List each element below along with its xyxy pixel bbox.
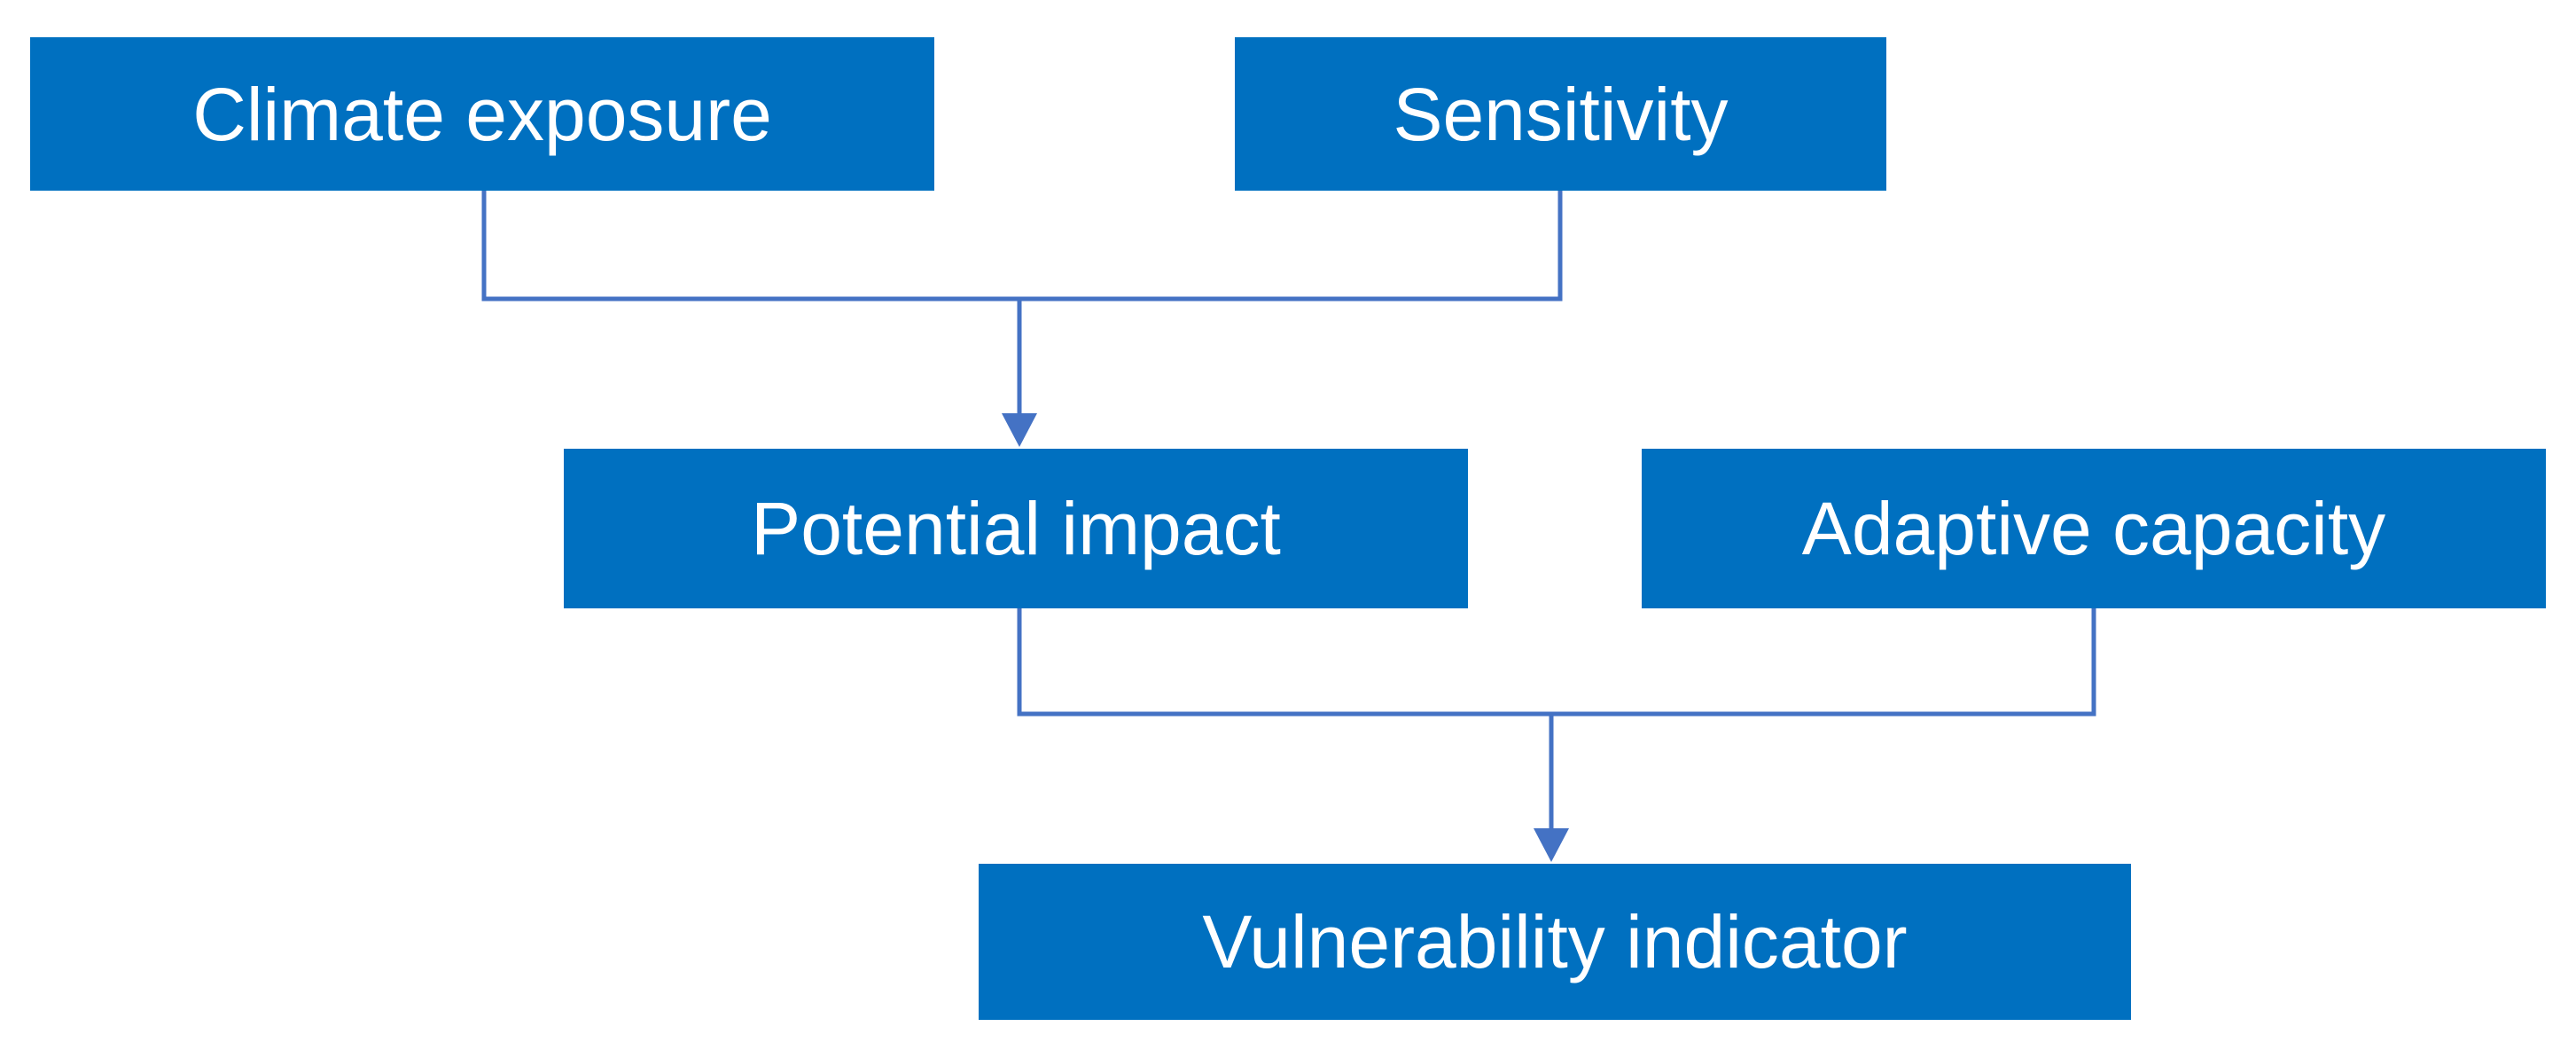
adaptive-capacity-box: Adaptive capacity — [1642, 449, 2546, 608]
sensitivity-label: Sensitivity — [1393, 72, 1729, 156]
connector-potential-adaptive — [1017, 608, 2096, 717]
arrowhead-potential-impact — [1002, 413, 1037, 447]
vulnerability-indicator-label: Vulnerability indicator — [1202, 900, 1908, 983]
potential-impact-box: Potential impact — [564, 449, 1468, 608]
potential-impact-label: Potential impact — [751, 487, 1281, 570]
connector-exposure-sensitivity — [481, 191, 1563, 302]
arrowhead-vulnerability-indicator — [1534, 828, 1569, 862]
climate-exposure-label: Climate exposure — [192, 72, 772, 156]
climate-exposure-box: Climate exposure — [30, 37, 934, 191]
adaptive-capacity-label: Adaptive capacity — [1801, 487, 2386, 570]
sensitivity-box: Sensitivity — [1235, 37, 1886, 191]
vulnerability-indicator-box: Vulnerability indicator — [979, 864, 2131, 1020]
